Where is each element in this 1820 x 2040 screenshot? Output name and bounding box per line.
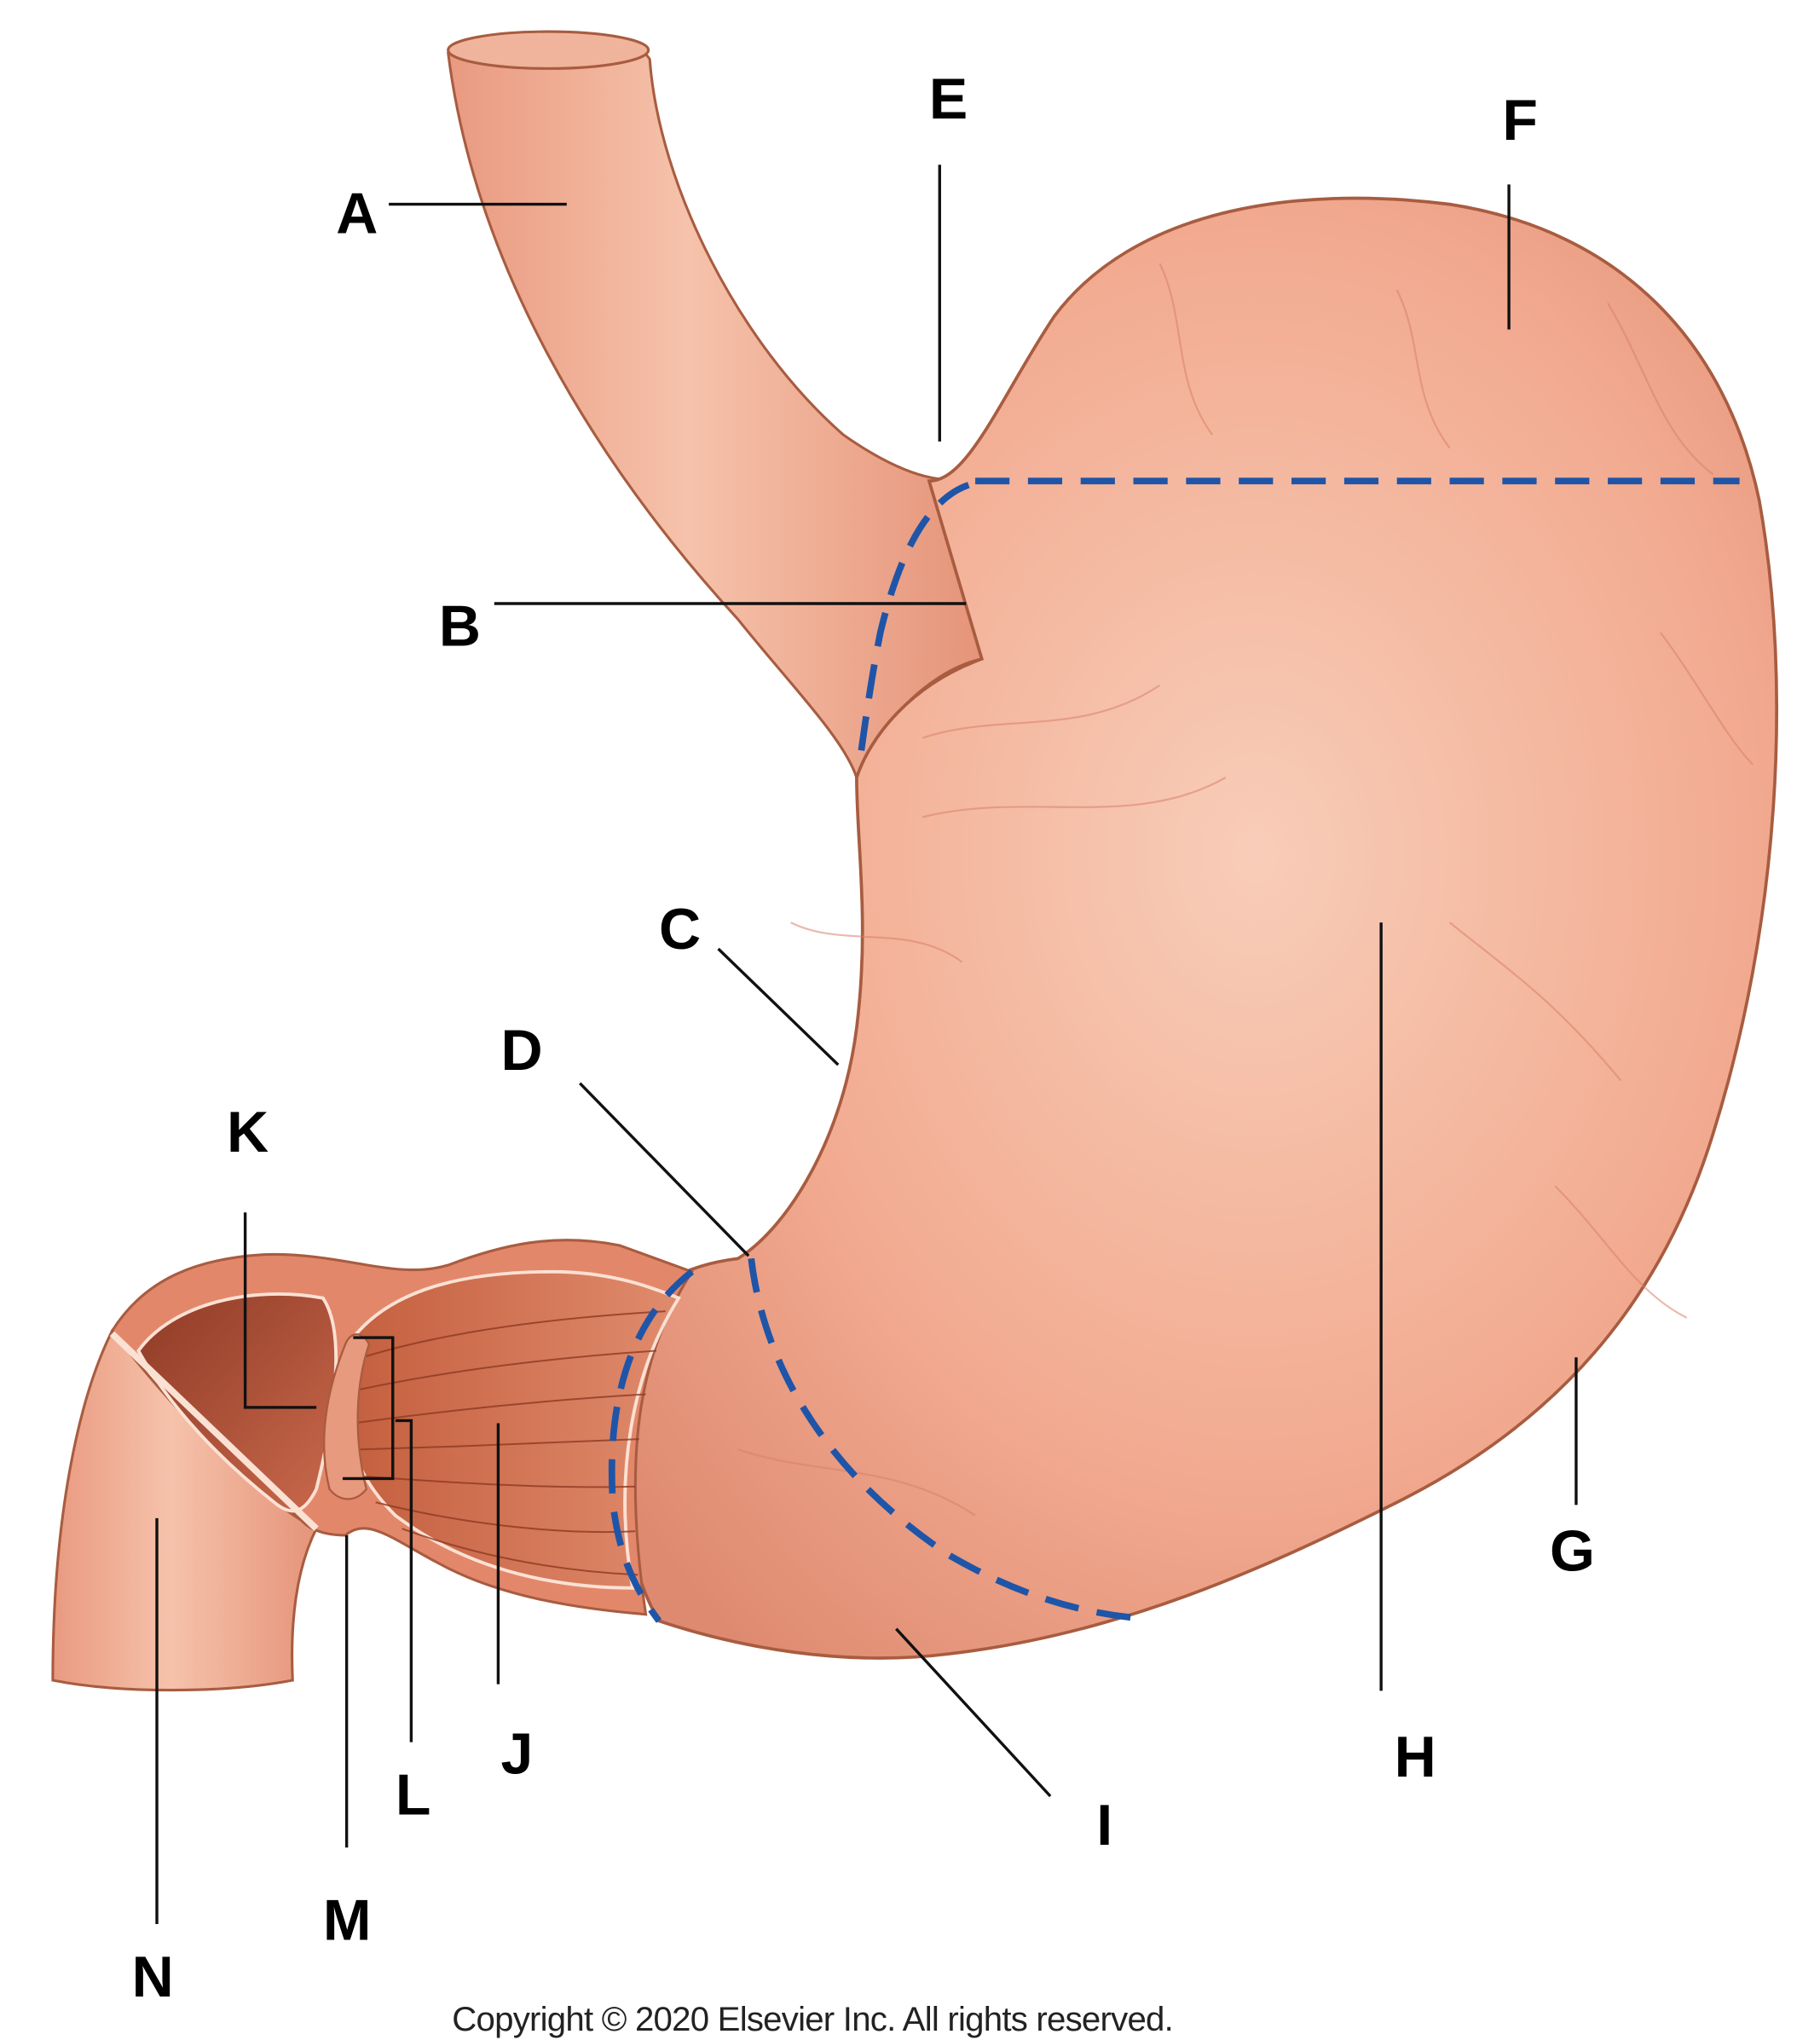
esophagus [447, 32, 984, 782]
label-g: G [1550, 1519, 1595, 1584]
label-j: J [501, 1722, 534, 1787]
label-e: E [929, 66, 968, 131]
pyloric-antrum-lumen [351, 1269, 682, 1590]
label-m: M [323, 1888, 372, 1953]
label-b: B [439, 593, 481, 658]
pyloric-sphincter [323, 1333, 371, 1500]
label-n: N [132, 1945, 174, 2009]
surface-veins [737, 263, 1754, 1517]
label-c: C [659, 897, 701, 962]
label-i: I [1096, 1793, 1112, 1858]
cardia-boundary-dash [856, 482, 970, 766]
label-l: L [396, 1763, 431, 1828]
pyloric-canal-boundary-dash [608, 1268, 695, 1623]
label-d: D [501, 1018, 543, 1083]
label-f: F [1502, 88, 1538, 153]
stomach-body [615, 196, 1779, 1660]
pyloric-antrum-boundary-dash [748, 1257, 1141, 1622]
label-a: A [336, 182, 378, 246]
leader-lines [155, 165, 1578, 1924]
copyright-notice: Copyright © 2020 Elsevier Inc. All right… [452, 2000, 1173, 2038]
label-k: K [227, 1100, 269, 1164]
esophagus-opening [447, 30, 650, 70]
duodenum-cut-edge [109, 1331, 319, 1531]
label-h: H [1395, 1725, 1436, 1789]
